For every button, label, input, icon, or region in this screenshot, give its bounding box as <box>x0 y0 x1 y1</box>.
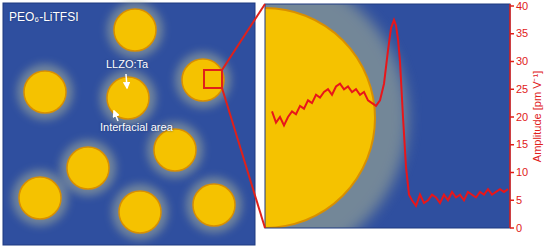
zoom-line <box>222 88 265 228</box>
ceramic-particle <box>193 184 235 226</box>
tick-label: 35 <box>516 27 528 40</box>
ceramic-particle <box>114 9 156 51</box>
tick-label: 10 <box>516 166 528 179</box>
tick-label: 20 <box>516 111 528 124</box>
zoom-box <box>204 70 222 88</box>
particle-halo <box>112 184 168 240</box>
particle-halo <box>17 64 73 120</box>
ceramic-particle <box>154 129 196 171</box>
matrix-label: PEO₆-LiTFSI <box>9 10 79 24</box>
axis-tick <box>510 227 514 229</box>
axis-tick <box>510 116 514 118</box>
y-axis <box>509 4 511 228</box>
particle-halo <box>186 177 242 233</box>
axis-ticks <box>510 6 514 228</box>
axis-tick <box>510 144 514 146</box>
zoom-line <box>222 4 265 70</box>
zoom-border <box>265 4 510 228</box>
axis-tick <box>510 172 514 174</box>
particle-halo <box>60 140 116 196</box>
particle-halo <box>12 170 68 226</box>
leader-arrow <box>114 111 118 121</box>
axis-tick <box>510 5 514 7</box>
ceramic-particle <box>24 71 66 113</box>
interfacial-halo <box>265 4 408 228</box>
tick-label: 30 <box>516 55 528 68</box>
axis-tick <box>510 89 514 91</box>
axis-title: Amplitude [pm V⁻¹] <box>531 70 544 161</box>
particle-halo <box>175 52 231 108</box>
phase-label: LLZO:Ta <box>106 58 148 71</box>
axis-tick <box>510 61 514 63</box>
amplitude-curve <box>272 20 508 206</box>
tick-label: 40 <box>516 0 528 13</box>
tick-label: 5 <box>516 194 522 207</box>
particle-halo <box>107 2 163 58</box>
particles <box>12 2 242 240</box>
ceramic-particle <box>182 59 224 101</box>
ceramic-particle <box>107 77 149 119</box>
ceramic-particle <box>119 191 161 233</box>
polymer-matrix <box>3 3 255 245</box>
axis-tick <box>510 200 514 202</box>
tick-label: 0 <box>516 222 522 235</box>
leader-arrow <box>126 74 127 88</box>
axis-tick <box>510 33 514 35</box>
particle-halo <box>100 70 156 126</box>
tick-label: 25 <box>516 83 528 96</box>
ceramic-particle <box>19 177 61 219</box>
tick-label: 15 <box>516 138 528 151</box>
ceramic-particle <box>67 147 109 189</box>
phase-label: Interfacial area <box>100 121 173 134</box>
